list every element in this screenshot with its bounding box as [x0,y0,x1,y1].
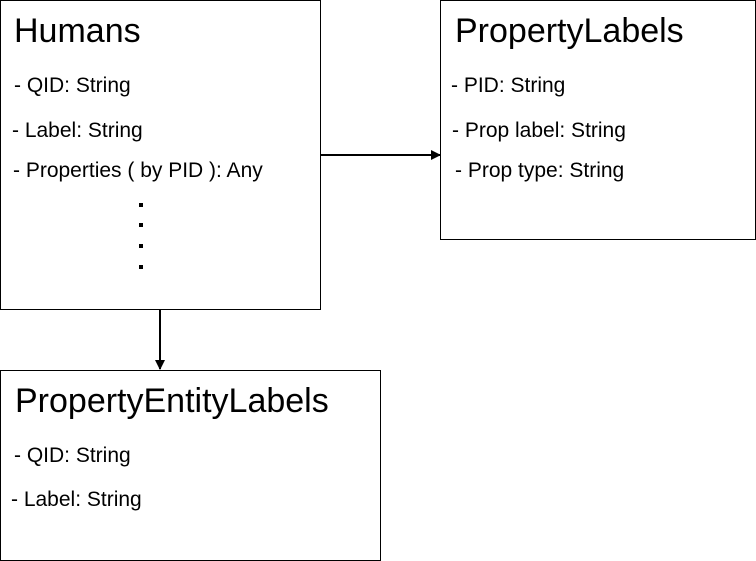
ellipsis-dot [139,223,143,227]
propertylabels-entity-box: PropertyLabels - PID: String - Prop labe… [440,0,756,240]
propertyentitylabels-field-qid: - QID: String [14,444,131,467]
propertylabels-field-prop-type: - Prop type: String [455,159,625,182]
ellipsis-dot [139,265,143,269]
propertylabels-title: PropertyLabels [455,12,684,50]
ellipsis-dot [139,203,143,207]
propertylabels-field-prop-label: - Prop label: String [452,119,626,142]
propertyentitylabels-title: PropertyEntityLabels [15,382,329,420]
humans-entity-box: Humans - QID: String - Label: String - P… [0,0,321,310]
humans-title: Humans [14,12,141,50]
ellipsis-dot [139,244,143,248]
humans-field-properties: - Properties ( by PID ): Any [13,159,263,182]
humans-field-label: - Label: String [12,119,143,142]
humans-field-qid: - QID: String [14,74,131,97]
propertyentitylabels-entity-box: PropertyEntityLabels - QID: String - Lab… [0,370,381,561]
propertyentitylabels-field-label: - Label: String [11,488,142,511]
propertylabels-field-pid: - PID: String [451,74,566,97]
